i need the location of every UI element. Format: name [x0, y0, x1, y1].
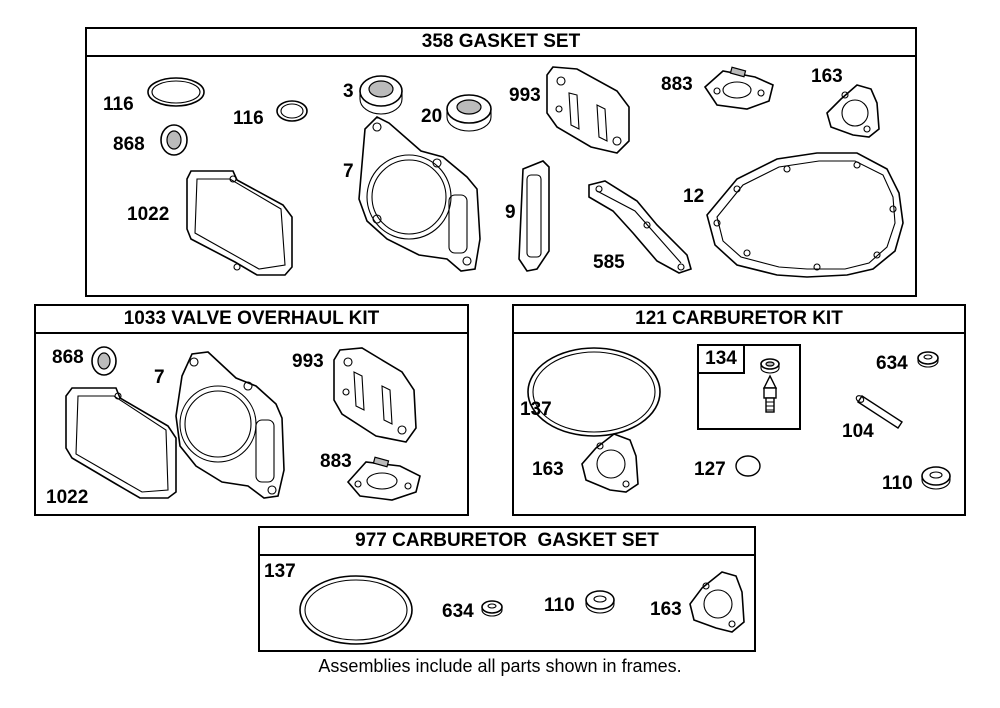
part-163-gasket — [826, 84, 880, 138]
part-label: 993 — [509, 85, 541, 106]
part-inlet-needle — [762, 374, 778, 413]
part-label: 585 — [593, 252, 625, 273]
frame-title: 121 CARBURETOR KIT — [514, 306, 964, 334]
valve-kit-parts-drawing — [65, 346, 421, 501]
part-label: 116 — [233, 108, 264, 129]
frame-977-carburetor-gasket-set: 977 CARBURETOR GASKET SET 137 634 110 16… — [258, 526, 756, 652]
part-label: 163 — [650, 599, 682, 620]
part-137-oring — [299, 575, 413, 645]
part-163-gasket — [689, 571, 745, 633]
gasket-set-parts-drawing — [147, 66, 904, 278]
part-868-seal — [160, 124, 188, 156]
part-993-gasket — [546, 66, 630, 154]
carb-kit-parts-drawing — [527, 347, 951, 493]
part-label: 20 — [421, 106, 443, 127]
part-116-oring-small — [276, 100, 308, 122]
part-634-washer — [917, 351, 939, 368]
part-label: 1022 — [46, 487, 89, 508]
part-label: 993 — [292, 351, 324, 372]
subframe-label: 134 — [699, 346, 745, 374]
part-137-oring — [527, 347, 661, 437]
part-label: 12 — [683, 186, 705, 207]
part-163-gasket — [581, 433, 639, 493]
part-label: 883 — [320, 451, 352, 472]
part-993-gasket — [333, 347, 417, 443]
frame-title: 1033 VALVE OVERHAUL KIT — [36, 306, 467, 334]
part-label: 868 — [113, 134, 145, 155]
part-label: 137 — [520, 399, 552, 420]
part-label: 137 — [264, 561, 296, 582]
frame-1033-valve-overhaul-kit: 1033 VALVE OVERHAUL KIT — [34, 304, 469, 516]
part-label: 163 — [532, 459, 564, 480]
part-label: 116 — [103, 94, 134, 115]
part-868-seal — [91, 346, 117, 376]
part-label: 634 — [876, 353, 908, 374]
carb-gasket-parts-drawing — [299, 571, 745, 645]
part-1022-gasket — [65, 387, 177, 499]
part-1022-gasket — [186, 170, 293, 276]
part-9-gasket — [518, 160, 550, 272]
part-110-washer — [921, 466, 951, 490]
part-110-washer — [585, 590, 615, 614]
part-label: 1022 — [127, 204, 170, 225]
part-label: 634 — [442, 601, 474, 622]
part-883-gasket — [703, 66, 774, 110]
part-116-oring-large — [147, 77, 205, 107]
frame-358-gasket-set: 358 GASKET SET — [85, 27, 917, 297]
part-12-crankcase-gasket — [706, 152, 904, 278]
part-20-oil-seal — [446, 94, 492, 132]
part-7-head-gasket — [175, 351, 285, 499]
part-585-gasket — [588, 180, 692, 274]
part-label: 9 — [505, 202, 516, 223]
part-label: 110 — [882, 473, 913, 494]
part-634-washer — [481, 600, 503, 617]
part-label: 868 — [52, 347, 84, 368]
subframe-134: 134 — [697, 344, 801, 430]
part-label: 7 — [343, 161, 354, 182]
part-label: 3 — [343, 81, 354, 102]
part-needle-seat — [760, 358, 780, 374]
part-label: 883 — [661, 74, 693, 95]
part-104-pin — [855, 395, 903, 429]
frame-title: 977 CARBURETOR GASKET SET — [260, 528, 754, 556]
part-label: 110 — [544, 595, 575, 616]
frame-121-carburetor-kit: 121 CARBURETOR KIT 134 — [512, 304, 966, 516]
part-label: 163 — [811, 66, 843, 87]
part-127-plug — [735, 455, 761, 477]
part-label: 7 — [154, 367, 165, 388]
part-label: 127 — [694, 459, 726, 480]
part-7-head-gasket — [358, 116, 481, 272]
footnote: Assemblies include all parts shown in fr… — [318, 656, 682, 676]
part-label: 104 — [842, 421, 874, 442]
frame-title: 358 GASKET SET — [87, 29, 915, 57]
part-3-oil-seal — [359, 75, 403, 115]
part-883-gasket — [346, 456, 421, 501]
